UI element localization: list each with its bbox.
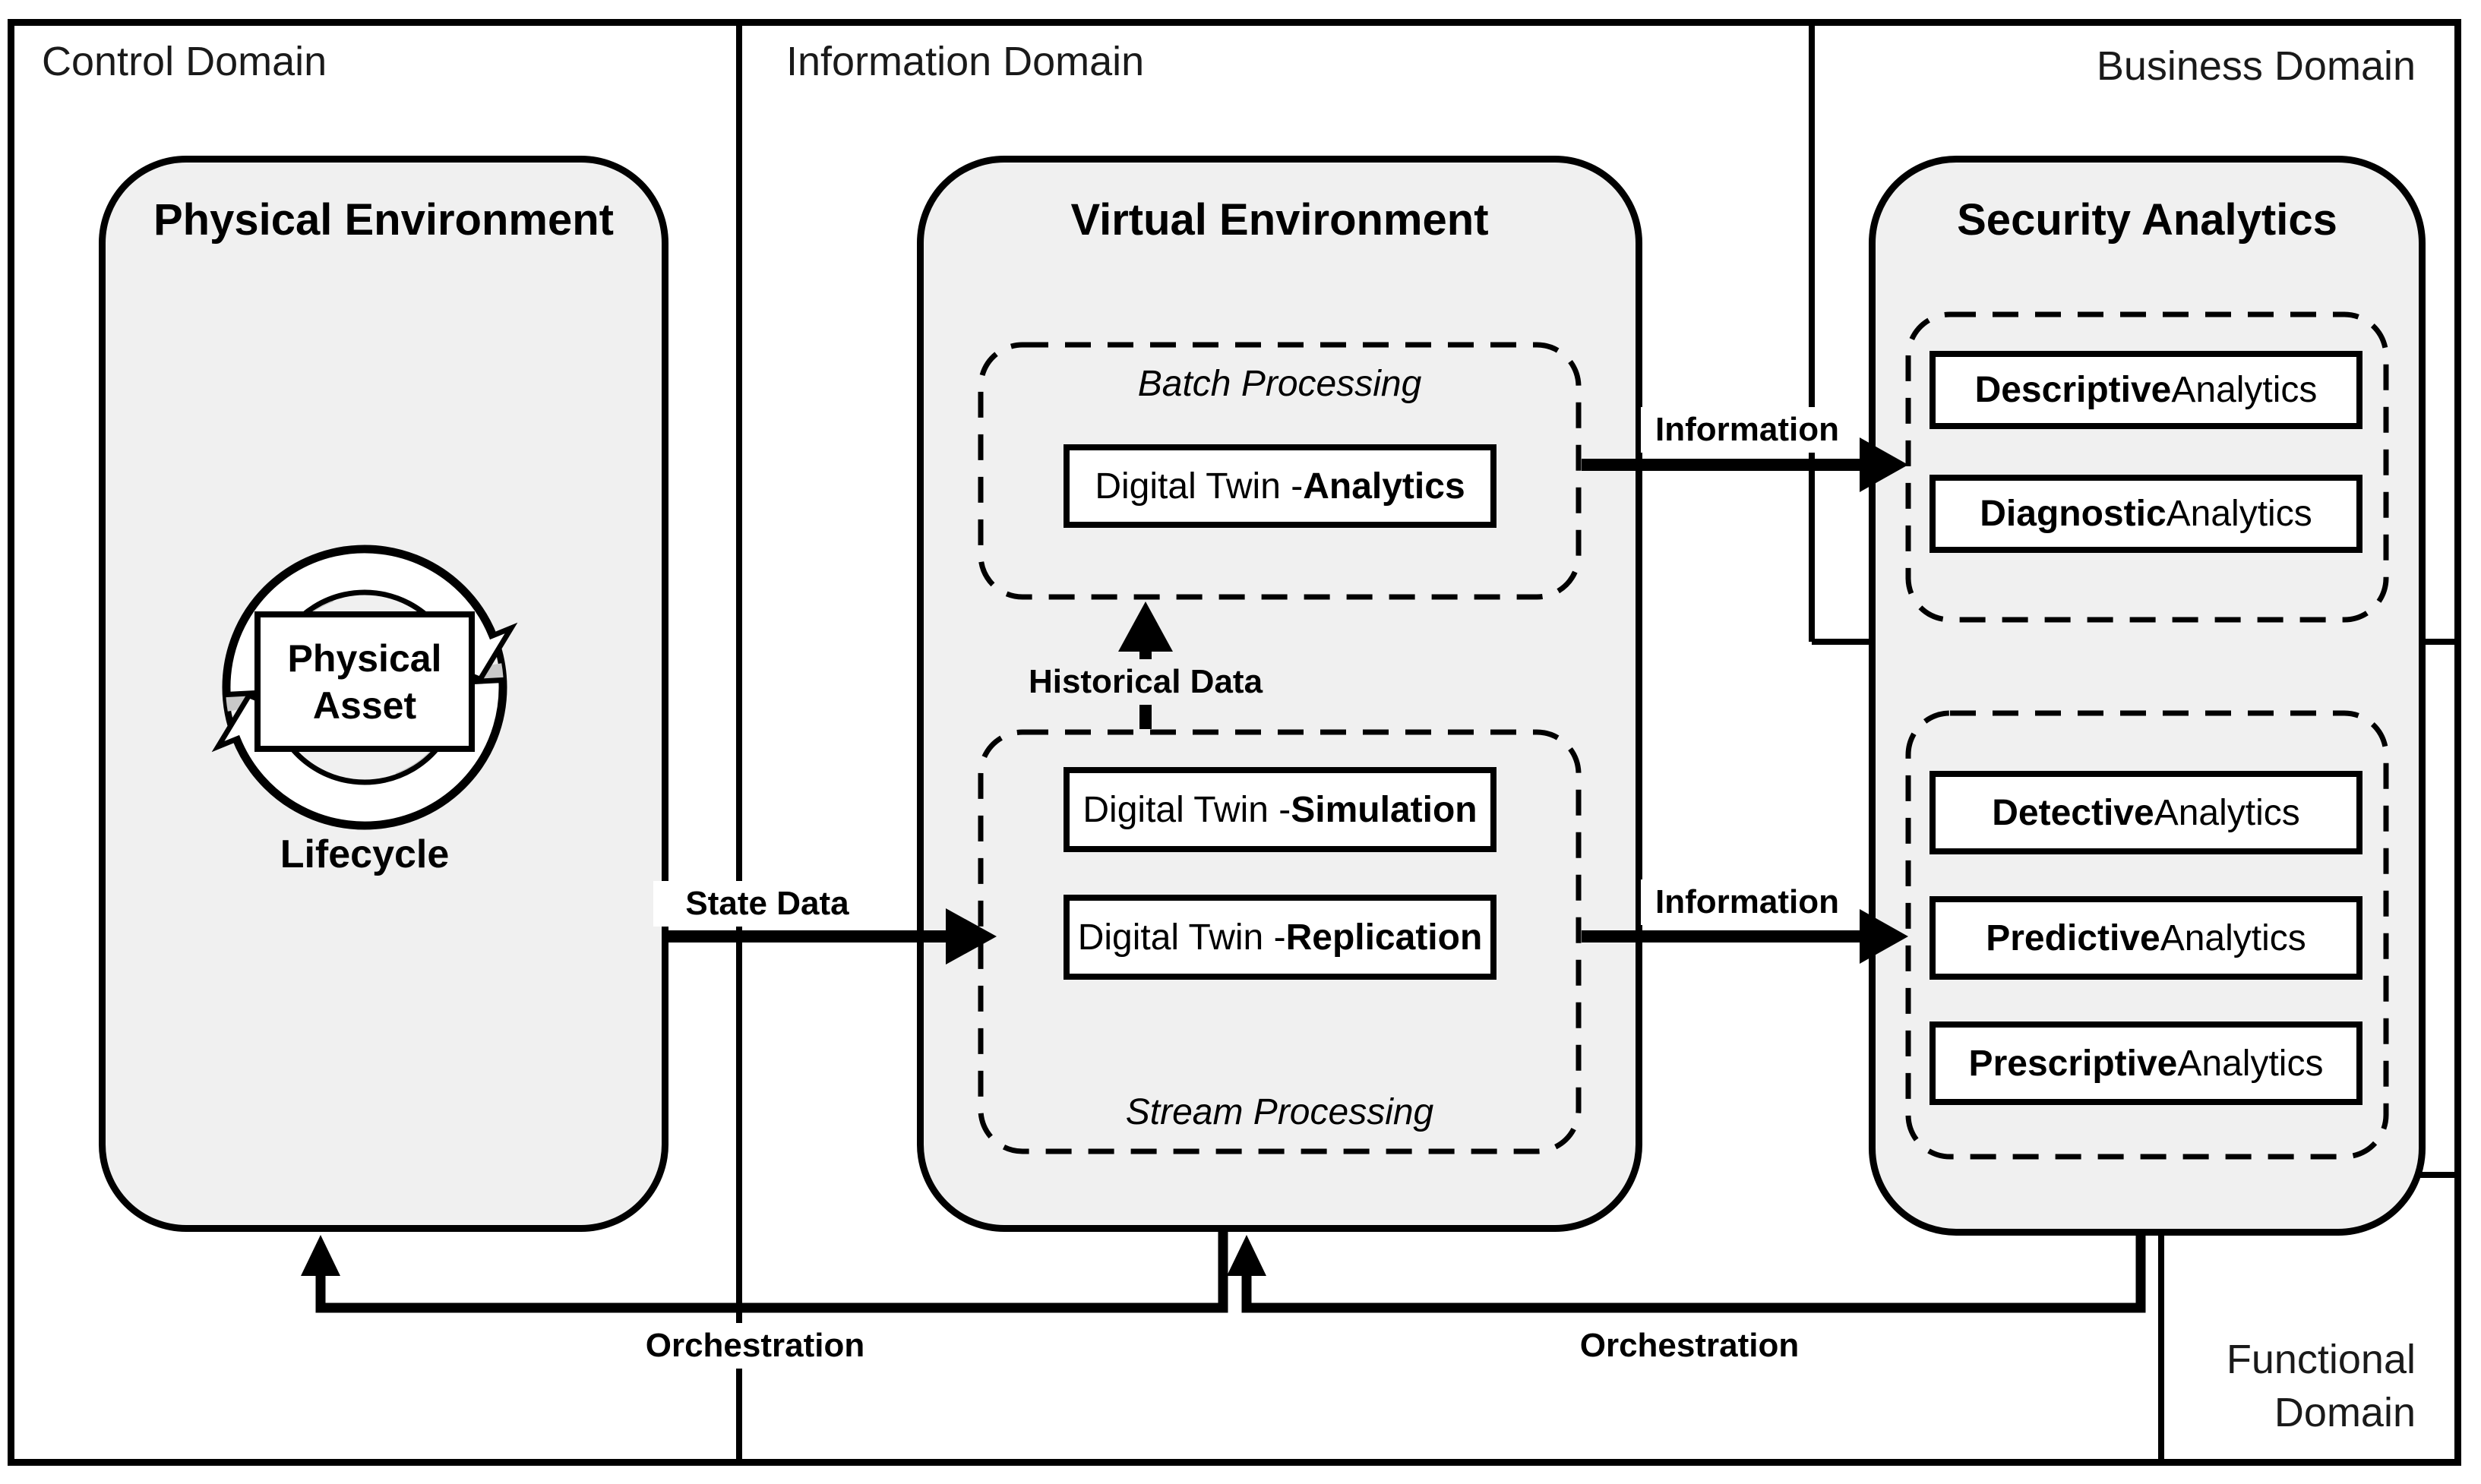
digital-twin-analytics-box: Digital Twin - Analytics	[1064, 444, 1497, 528]
information-domain-label: Information Domain	[786, 39, 1145, 84]
historical-data-label: Historical Data	[1010, 659, 1281, 705]
orchestration-arrow-left	[301, 1232, 1228, 1313]
detective-analytics-box: Detective Analytics	[1929, 771, 2362, 854]
orchestration-label-right: Orchestration	[1576, 1323, 1803, 1369]
physical-asset-box: Physical Asset	[254, 611, 475, 752]
batch-processing-label: Batch Processing	[1137, 364, 1422, 404]
information-label-bottom: Information	[1641, 879, 1854, 925]
functional-domain-label: Functional Domain	[2226, 1337, 2416, 1435]
prescriptive-analytics-box: Prescriptive Analytics	[1929, 1021, 2362, 1105]
control-domain-label: Control Domain	[42, 39, 327, 84]
orchestration-label-left: Orchestration	[641, 1323, 869, 1369]
security-analytics-title: Security Analytics	[1957, 195, 2337, 245]
business-domain-label: Business Domain	[2096, 43, 2416, 89]
physical-environment-title: Physical Environment	[153, 195, 614, 245]
stream-processing-label: Stream Processing	[1125, 1092, 1434, 1132]
diagnostic-analytics-box: Diagnostic Analytics	[1929, 475, 2362, 553]
lifecycle-label: Lifecycle	[280, 832, 450, 876]
descriptive-analytics-box: Descriptive Analytics	[1929, 351, 2362, 429]
predictive-analytics-box: Predictive Analytics	[1929, 896, 2362, 980]
digital-twin-simulation-box: Digital Twin - Simulation	[1064, 767, 1497, 852]
virtual-environment-title: Virtual Environment	[1070, 195, 1489, 245]
information-label-top: Information	[1641, 407, 1854, 453]
digital-twin-replication-box: Digital Twin - Replication	[1064, 895, 1497, 980]
orchestration-arrow-right	[1227, 1235, 2146, 1313]
state-data-label: State Data	[653, 881, 881, 927]
